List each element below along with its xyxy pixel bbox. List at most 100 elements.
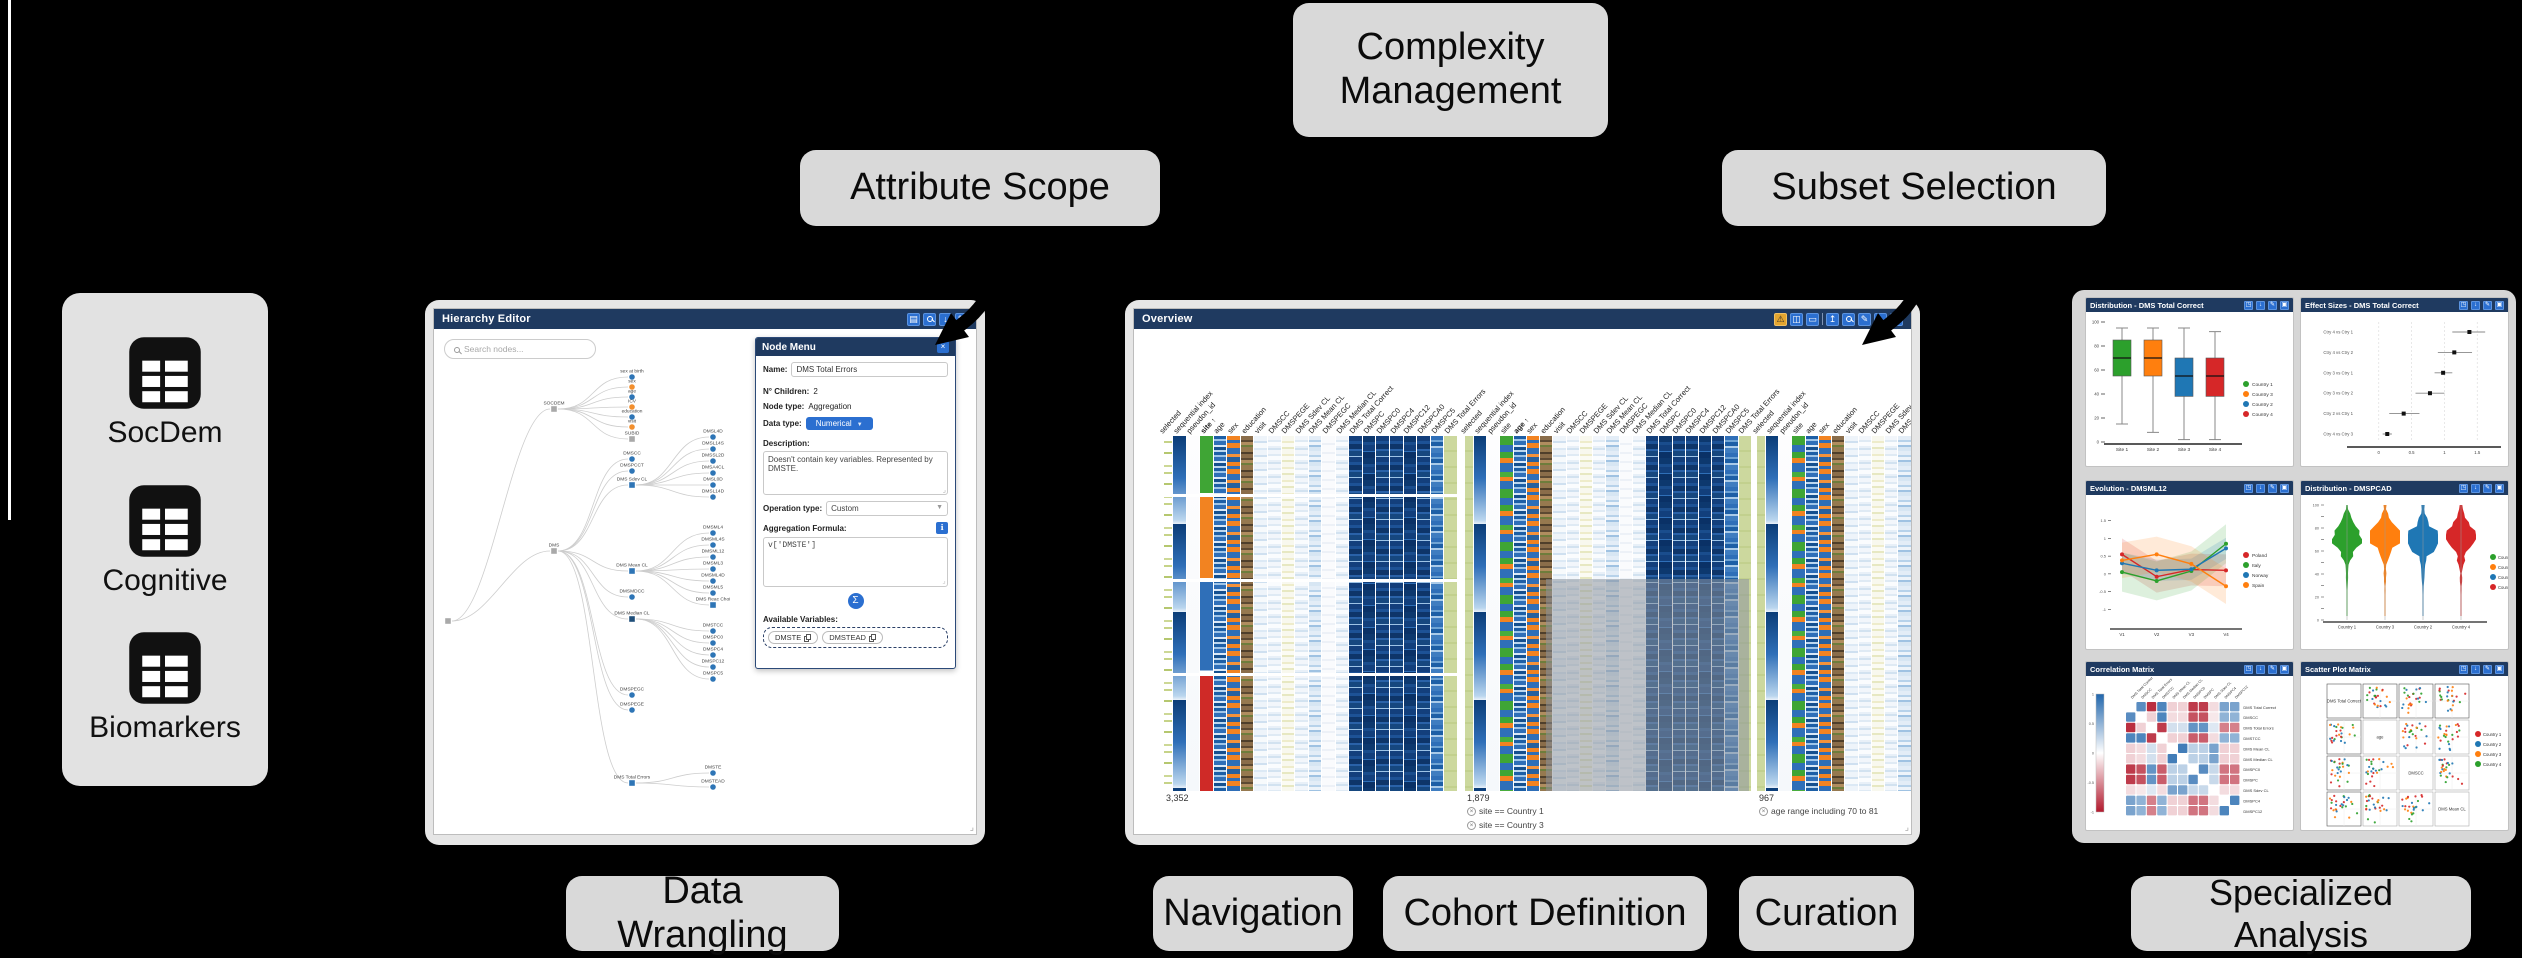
filter-chip[interactable]: ×age range including 70 to 81 bbox=[1759, 806, 1911, 816]
heatmap-column[interactable] bbox=[1845, 436, 1858, 791]
heatmap-column[interactable] bbox=[1200, 436, 1213, 791]
tree-node[interactable] bbox=[710, 602, 716, 608]
download-icon[interactable]: ↓ bbox=[939, 312, 952, 326]
download-icon[interactable]: ↓ bbox=[2471, 664, 2480, 674]
tree-node[interactable] bbox=[710, 494, 716, 500]
tree-node[interactable] bbox=[710, 628, 716, 634]
remove-filter-icon[interactable]: × bbox=[1467, 821, 1476, 830]
description-textarea[interactable]: Doesn't contain key variables. Represent… bbox=[763, 451, 948, 495]
export-icon[interactable]: ↥ bbox=[1826, 312, 1839, 326]
edit-icon[interactable]: ✎ bbox=[1858, 312, 1871, 326]
columns-icon[interactable]: ◫ bbox=[1790, 312, 1803, 326]
heatmap-column[interactable] bbox=[1240, 436, 1254, 791]
tree-node[interactable] bbox=[445, 618, 451, 624]
heatmap-column[interactable] bbox=[1376, 436, 1389, 791]
tree-node[interactable] bbox=[710, 784, 716, 790]
heatmap-column[interactable] bbox=[1335, 436, 1349, 791]
heatmap-column[interactable] bbox=[1254, 436, 1267, 791]
operation-type-select[interactable]: Custom▼ bbox=[826, 501, 948, 516]
tree-node[interactable] bbox=[629, 374, 635, 380]
heatmap-column[interactable] bbox=[1871, 436, 1885, 791]
tree-node[interactable] bbox=[551, 406, 557, 412]
tree-node[interactable] bbox=[710, 554, 716, 560]
edit-icon[interactable]: ✎ bbox=[2268, 664, 2277, 674]
heatmap-column[interactable] bbox=[1390, 436, 1403, 791]
heatmap-column[interactable] bbox=[1487, 436, 1500, 791]
download-icon[interactable]: ↓ bbox=[2256, 483, 2265, 493]
heatmap-column[interactable] bbox=[1526, 436, 1540, 791]
heatmap-column[interactable] bbox=[1500, 436, 1513, 791]
tree-node[interactable] bbox=[710, 652, 716, 658]
heatmap-column[interactable] bbox=[1898, 436, 1911, 791]
tree-node[interactable] bbox=[710, 482, 716, 488]
heatmap-column[interactable] bbox=[1227, 436, 1240, 791]
heatmap-block[interactable] bbox=[1757, 436, 1911, 791]
download-icon[interactable]: ↓ bbox=[2471, 483, 2480, 493]
tree-node[interactable] bbox=[629, 780, 635, 786]
heatmap-column[interactable] bbox=[1757, 436, 1765, 791]
settings-icon[interactable]: ▣ bbox=[2280, 483, 2289, 493]
heatmap-column[interactable] bbox=[1417, 436, 1430, 791]
name-field[interactable]: DMS Total Errors bbox=[791, 362, 948, 377]
resize-handle[interactable]: ⌟ bbox=[1904, 822, 1909, 832]
variable-chip[interactable]: DMSTE bbox=[768, 631, 819, 644]
heatmap-column[interactable] bbox=[1213, 436, 1227, 791]
data-type-select[interactable]: Numerical▼ bbox=[805, 417, 873, 430]
tree-node[interactable] bbox=[629, 384, 635, 390]
formula-textarea[interactable]: v['DMSTE'] ⌟ bbox=[763, 537, 948, 587]
tree-node[interactable] bbox=[629, 692, 635, 698]
tree-node[interactable] bbox=[710, 434, 716, 440]
heatmap-column[interactable] bbox=[1805, 436, 1818, 791]
heatmap-column[interactable] bbox=[1766, 436, 1779, 791]
expand-icon[interactable]: ◳ bbox=[2459, 664, 2468, 674]
settings-icon[interactable]: ▣ bbox=[2495, 300, 2504, 310]
expand-icon[interactable]: ◳ bbox=[2244, 483, 2253, 493]
tree-node[interactable] bbox=[710, 446, 716, 452]
tree-node[interactable] bbox=[710, 458, 716, 464]
expand-icon[interactable]: ◳ bbox=[2459, 483, 2468, 493]
heatmap-column[interactable] bbox=[1164, 436, 1172, 791]
heatmap-column[interactable] bbox=[1779, 436, 1792, 791]
heatmap-column[interactable] bbox=[1430, 436, 1444, 791]
settings-icon[interactable]: ⚙ bbox=[1890, 312, 1903, 326]
download-icon[interactable]: ↓ bbox=[1874, 312, 1887, 326]
heatmap-column[interactable] bbox=[1322, 436, 1335, 791]
tree-node[interactable] bbox=[629, 456, 635, 462]
tree-node[interactable] bbox=[710, 664, 716, 670]
settings-icon[interactable]: ▣ bbox=[2280, 664, 2289, 674]
download-icon[interactable]: ↓ bbox=[2256, 664, 2265, 674]
search-icon[interactable] bbox=[1842, 312, 1855, 326]
resize-handle[interactable]: ⌟ bbox=[941, 578, 946, 586]
remove-filter-icon[interactable]: × bbox=[1759, 807, 1768, 816]
tree-node[interactable] bbox=[629, 707, 635, 713]
formula-help-icon[interactable]: ℹ bbox=[936, 522, 948, 534]
heatmap-column[interactable] bbox=[1362, 436, 1376, 791]
resize-handle[interactable]: ⌟ bbox=[942, 487, 946, 494]
heatmap-column[interactable] bbox=[1818, 436, 1832, 791]
heatmap-column[interactable] bbox=[1832, 436, 1845, 791]
tree-node[interactable] bbox=[710, 676, 716, 682]
edit-icon[interactable]: ✎ bbox=[2483, 483, 2492, 493]
heatmap-column[interactable] bbox=[1403, 436, 1417, 791]
tree-node[interactable] bbox=[710, 566, 716, 572]
heatmap-column[interactable] bbox=[1186, 436, 1200, 791]
close-icon[interactable]: × bbox=[937, 341, 949, 353]
warning-icon[interactable]: ⚠ bbox=[1774, 312, 1787, 326]
tree-node[interactable] bbox=[710, 530, 716, 536]
tree-node[interactable] bbox=[629, 568, 635, 574]
heatmap-column[interactable] bbox=[1474, 436, 1487, 791]
search-icon[interactable] bbox=[923, 312, 936, 326]
tree-node[interactable] bbox=[629, 404, 635, 410]
heatmap-column[interactable] bbox=[1444, 436, 1457, 791]
edit-icon[interactable]: ✎ bbox=[2483, 664, 2492, 674]
tree-node[interactable] bbox=[710, 542, 716, 548]
settings-icon[interactable]: ▣ bbox=[2280, 300, 2289, 310]
edit-icon[interactable]: ✎ bbox=[2268, 300, 2277, 310]
search-input[interactable]: Search nodes... bbox=[444, 339, 596, 359]
cohort-selection-overlay[interactable] bbox=[1546, 579, 1749, 791]
